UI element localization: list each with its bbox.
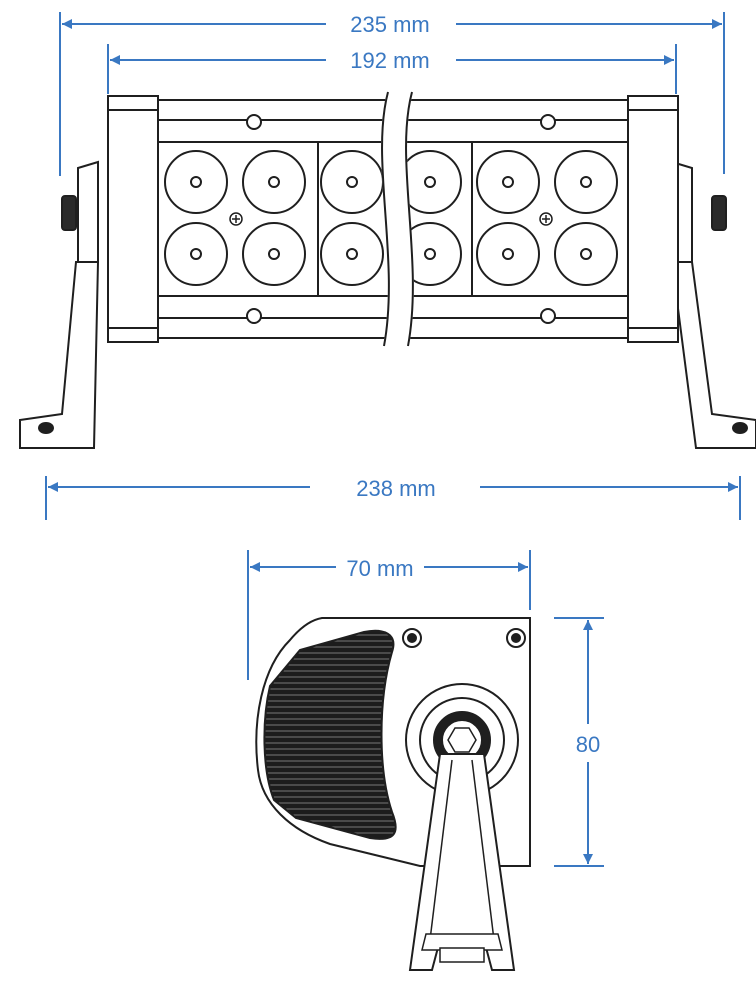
led-emitter xyxy=(268,176,280,188)
front-view xyxy=(19,91,756,449)
heatsink-fins xyxy=(263,629,397,840)
cross-screws xyxy=(229,212,553,226)
led-emitter xyxy=(502,176,514,188)
side-view xyxy=(255,617,531,971)
right-bracket xyxy=(670,160,756,449)
dimension-labels: 235 mm 192 mm 238 mm 70 mm 80 xyxy=(346,12,600,757)
dim-label-235: 235 mm xyxy=(350,12,429,37)
led-emitter xyxy=(190,248,202,260)
led-emitter xyxy=(502,248,514,260)
led-emitter xyxy=(424,176,436,188)
dim-label-70: 70 mm xyxy=(346,556,413,581)
led-emitter xyxy=(424,248,436,260)
dim-label-238: 238 mm xyxy=(356,476,435,501)
dim-label-192: 192 mm xyxy=(350,48,429,73)
led-emitter xyxy=(346,176,358,188)
dimension-lines xyxy=(45,12,741,867)
housing-screws xyxy=(246,114,556,324)
break-line xyxy=(381,91,414,347)
pivot-nut xyxy=(447,727,477,753)
led-emitter xyxy=(580,176,592,188)
left-bracket xyxy=(19,160,100,449)
led-emitter xyxy=(346,248,358,260)
dim-label-80: 80 xyxy=(576,732,600,757)
led-emitter xyxy=(580,248,592,260)
led-emitter xyxy=(190,176,202,188)
led-array xyxy=(164,150,618,286)
led-emitter xyxy=(268,248,280,260)
